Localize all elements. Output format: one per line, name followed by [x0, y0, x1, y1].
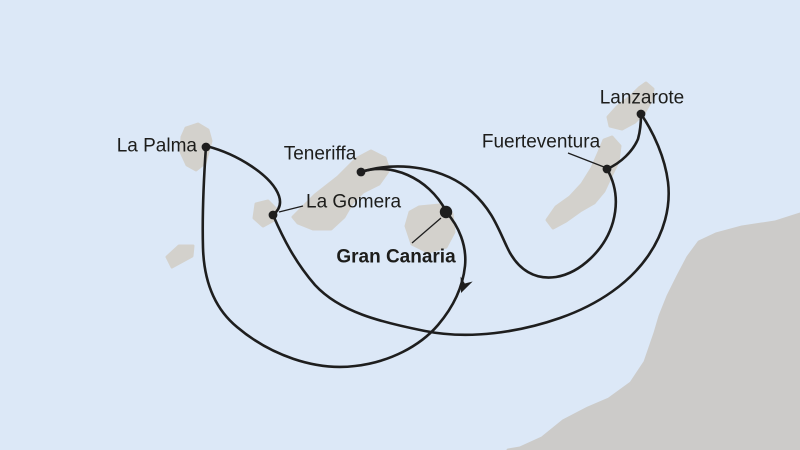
route-segment-la-gomera-to-lanzarote [271, 112, 670, 337]
port-dot-gran-canaria [439, 205, 453, 219]
port-label-gran-canaria: Gran Canaria [336, 247, 456, 268]
route-segment-la-palma-to-la-gomera [204, 144, 282, 217]
port-dot-teneriffa [356, 167, 366, 177]
port-label-la-palma: La Palma [117, 136, 198, 157]
port-dot-la-gomera [268, 210, 278, 220]
port-dot-la-palma [201, 142, 211, 152]
leader-line-fuerteventura [567, 152, 605, 168]
route-segment-fuerteventura-to-lanzarote [605, 112, 643, 171]
route-segment-teneriffa-to-fuerteventura [359, 165, 618, 279]
port-dot-lanzarote [636, 109, 646, 119]
port-label-lanzarote: Lanzarote [600, 88, 685, 109]
port-label-fuerteventura: Fuerteventura [482, 132, 601, 153]
port-label-la-gomera: La Gomera [306, 192, 401, 213]
port-label-teneriffa: Teneriffa [284, 144, 357, 165]
port-dots-layer [201, 109, 646, 220]
island-el-hierro [165, 244, 195, 269]
port-dot-fuerteventura [602, 164, 612, 174]
leader-line-gran-canaria [411, 217, 442, 244]
island-lanzarote [606, 81, 655, 131]
leader-line-la-gomera [278, 205, 304, 213]
mainland-african-coast [506, 212, 800, 450]
route-direction-arrow [460, 276, 473, 293]
islands-layer [165, 81, 800, 450]
route-segment-gran-canaria-to-la-palma [201, 144, 467, 369]
leader-lines-layer [278, 152, 605, 244]
routes-layer [201, 112, 670, 369]
direction-arrow-layer [460, 276, 473, 293]
